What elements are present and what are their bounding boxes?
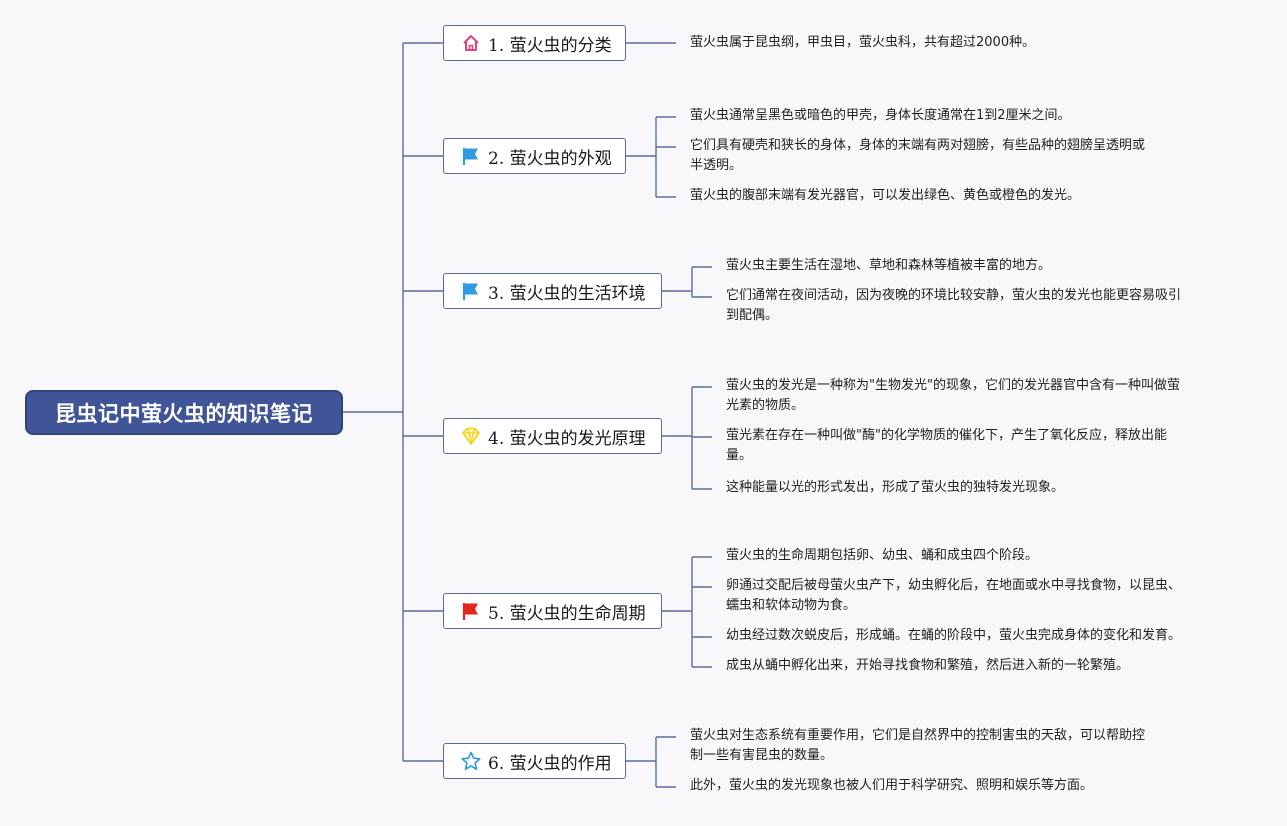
note-line: 量。 xyxy=(726,448,753,463)
note-line: 萤光素在存在一种叫做"酶"的化学物质的催化下，产生了氧化反应，释放出能 xyxy=(726,428,1167,443)
topic-label: 2. 萤火虫的外观 xyxy=(488,148,612,169)
note-line: 到配偶。 xyxy=(726,308,779,323)
note-5-3: 幼虫经过数次蜕皮后，形成蛹。在蛹的阶段中，萤火虫完成身体的变化和发育。 xyxy=(726,626,1181,646)
note-line: 光素的物质。 xyxy=(726,398,805,413)
note-line: 它们通常在夜间活动，因为夜晚的环境比较安静，萤火虫的发光也能更容易吸引 xyxy=(726,288,1182,303)
note-4-3: 这种能量以光的形式发出，形成了萤火虫的独特发光现象。 xyxy=(726,478,1064,498)
topic-2[interactable]: 2. 萤火虫的外观 xyxy=(443,138,626,174)
topic-5[interactable]: 5. 萤火虫的生命周期 xyxy=(443,593,662,629)
note-line: 这种能量以光的形式发出，形成了萤火虫的独特发光现象。 xyxy=(726,480,1065,495)
topic-label: 6. 萤火虫的作用 xyxy=(488,753,612,774)
note-2-2: 它们具有硬壳和狭长的身体，身体的末端有两对翅膀，有些品种的翅膀呈透明或半透明。 xyxy=(690,136,1145,176)
note-line: 它们具有硬壳和狭长的身体，身体的末端有两对翅膀，有些品种的翅膀呈透明或 xyxy=(690,138,1146,153)
topic-3[interactable]: 3. 萤火虫的生活环境 xyxy=(443,273,662,309)
root-topic-label: 昆虫记中萤火虫的知识笔记 xyxy=(55,401,313,426)
note-1-1: 萤火虫属于昆虫纲，甲虫目，萤火虫科，共有超过2000种。 xyxy=(690,33,1035,53)
flag-icon xyxy=(460,600,482,622)
note-line: 半透明。 xyxy=(690,158,743,173)
note-line: 萤火虫对生态系统有重要作用，它们是自然界中的控制害虫的天敌，可以帮助控 xyxy=(690,728,1146,743)
note-line: 萤火虫主要生活在湿地、草地和森林等植被丰富的地方。 xyxy=(726,258,1052,273)
note-5-2: 卵通过交配后被母萤火虫产下，幼虫孵化后，在地面或水中寻找食物，以昆虫、蠕虫和软体… xyxy=(726,576,1181,616)
note-3-1: 萤火虫主要生活在湿地、草地和森林等植被丰富的地方。 xyxy=(726,256,1051,276)
note-line: 萤火虫的发光是一种称为"生物发光"的现象，它们的发光器官中含有一种叫做萤 xyxy=(726,378,1180,393)
note-2-1: 萤火虫通常呈黑色或暗色的甲壳，身体长度通常在1到2厘米之间。 xyxy=(690,106,1071,126)
note-line: 萤火虫属于昆虫纲，甲虫目，萤火虫科，共有超过2000种。 xyxy=(690,35,1036,50)
star-icon xyxy=(460,750,482,772)
note-line: 成虫从蛹中孵化出来，开始寻找食物和繁殖，然后进入新的一轮繁殖。 xyxy=(726,658,1130,673)
flag-icon xyxy=(460,280,482,302)
note-5-4: 成虫从蛹中孵化出来，开始寻找食物和繁殖，然后进入新的一轮繁殖。 xyxy=(726,656,1129,676)
flag-icon xyxy=(460,145,482,167)
house-icon xyxy=(460,32,482,54)
note-line: 幼虫经过数次蜕皮后，形成蛹。在蛹的阶段中，萤火虫完成身体的变化和发育。 xyxy=(726,628,1182,643)
note-line: 萤火虫的生命周期包括卵、幼虫、蛹和成虫四个阶段。 xyxy=(726,548,1039,563)
diamond-icon xyxy=(460,425,482,447)
note-line: 制一些有害昆虫的数量。 xyxy=(690,748,834,763)
note-line: 蠕虫和软体动物为食。 xyxy=(726,598,857,613)
note-line: 萤火虫通常呈黑色或暗色的甲壳，身体长度通常在1到2厘米之间。 xyxy=(690,108,1071,123)
topic-label: 5. 萤火虫的生命周期 xyxy=(488,603,646,624)
note-line: 此外，萤火虫的发光现象也被人们用于科学研究、照明和娱乐等方面。 xyxy=(690,778,1094,793)
note-2-3: 萤火虫的腹部末端有发光器官，可以发出绿色、黄色或橙色的发光。 xyxy=(690,186,1080,206)
note-3-2: 它们通常在夜间活动，因为夜晚的环境比较安静，萤火虫的发光也能更容易吸引到配偶。 xyxy=(726,286,1181,326)
topic-label: 3. 萤火虫的生活环境 xyxy=(488,283,646,304)
topic-label: 1. 萤火虫的分类 xyxy=(488,35,612,56)
note-5-1: 萤火虫的生命周期包括卵、幼虫、蛹和成虫四个阶段。 xyxy=(726,546,1038,566)
note-4-2: 萤光素在存在一种叫做"酶"的化学物质的催化下，产生了氧化反应，释放出能量。 xyxy=(726,426,1167,466)
note-line: 卵通过交配后被母萤火虫产下，幼虫孵化后，在地面或水中寻找食物，以昆虫、 xyxy=(726,578,1182,593)
topic-4[interactable]: 4. 萤火虫的发光原理 xyxy=(443,418,662,454)
note-6-1: 萤火虫对生态系统有重要作用，它们是自然界中的控制害虫的天敌，可以帮助控制一些有害… xyxy=(690,726,1145,766)
topic-1[interactable]: 1. 萤火虫的分类 xyxy=(443,25,626,61)
note-4-1: 萤火虫的发光是一种称为"生物发光"的现象，它们的发光器官中含有一种叫做萤光素的物… xyxy=(726,376,1180,416)
root-topic[interactable]: 昆虫记中萤火虫的知识笔记 xyxy=(25,390,343,435)
topic-label: 4. 萤火虫的发光原理 xyxy=(488,428,646,449)
note-6-2: 此外，萤火虫的发光现象也被人们用于科学研究、照明和娱乐等方面。 xyxy=(690,776,1093,796)
topic-6[interactable]: 6. 萤火虫的作用 xyxy=(443,743,626,779)
note-line: 萤火虫的腹部末端有发光器官，可以发出绿色、黄色或橙色的发光。 xyxy=(690,188,1081,203)
